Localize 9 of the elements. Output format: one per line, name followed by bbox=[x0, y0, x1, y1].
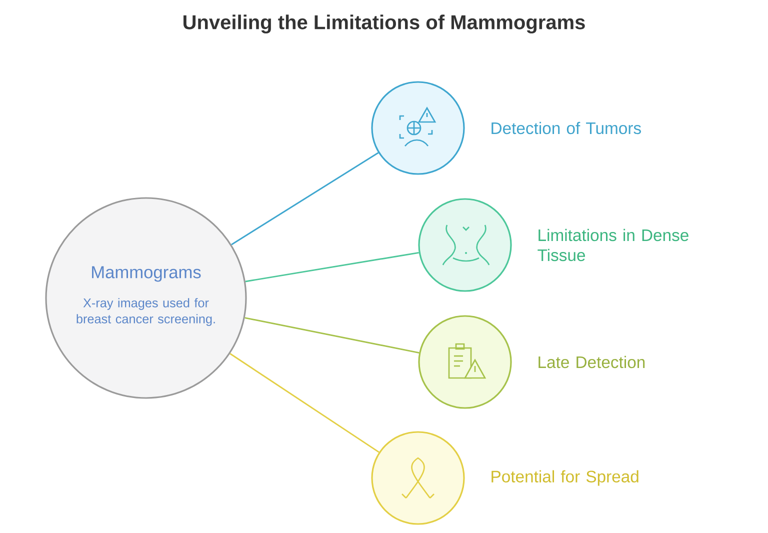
item-label: Limitations in Dense Tissue bbox=[538, 228, 688, 262]
title: Unveiling the Limitations of Mammograms bbox=[184, 14, 585, 34]
connector-line bbox=[231, 152, 379, 246]
connector-line bbox=[244, 317, 420, 354]
connector-line bbox=[245, 252, 419, 282]
item-label: Late Detection bbox=[538, 356, 645, 368]
item-label: Detection of Tumors bbox=[492, 122, 641, 134]
item-label: Potential for Spread bbox=[492, 470, 638, 486]
connector-line bbox=[230, 353, 380, 453]
